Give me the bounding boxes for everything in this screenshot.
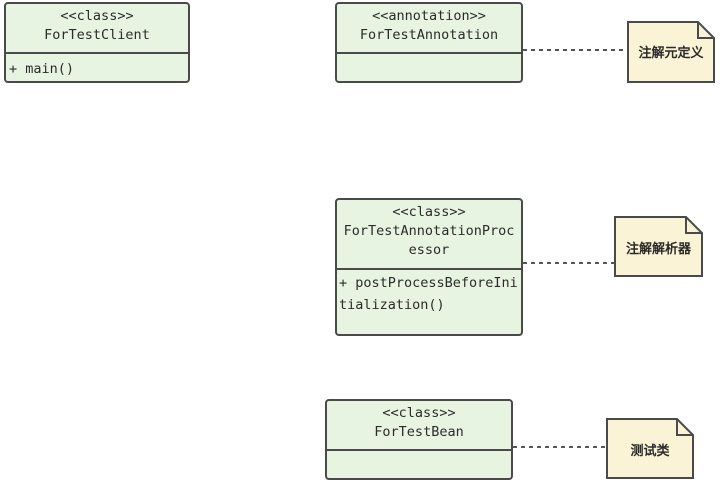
note-annotation-label: 注解元定义 <box>638 46 704 61</box>
class-name: ForTestClient <box>44 27 150 43</box>
note-shape-processor <box>614 216 703 277</box>
class-header: <<class>> ForTestBean <box>327 401 511 451</box>
class-stereotype: <<class>> <box>60 8 134 24</box>
note-bean-label: 测试类 <box>630 444 670 459</box>
note-shape-bean <box>606 418 694 479</box>
class-box-fortestannotationprocessor[interactable]: <<class>> ForTestAnnotationProcessor + p… <box>335 198 523 336</box>
note-processor-label: 注解解析器 <box>625 242 691 257</box>
class-stereotype: <<class>> <box>382 405 456 421</box>
class-members-empty <box>327 451 511 455</box>
class-members-empty <box>337 54 521 58</box>
class-header: <<annotation>> ForTestAnnotation <box>337 4 521 54</box>
class-method: + postProcessBeforeInitialization() <box>339 275 518 313</box>
class-name: ForTestBean <box>374 424 464 440</box>
class-stereotype: <<annotation>> <box>372 8 486 24</box>
class-header: <<class>> ForTestAnnotationProcessor <box>337 200 521 270</box>
class-header: <<class>> ForTestClient <box>6 4 188 54</box>
class-box-fortestannotation[interactable]: <<annotation>> ForTestAnnotation <box>335 2 523 83</box>
class-box-fortestbean[interactable]: <<class>> ForTestBean <box>325 399 513 480</box>
class-members: + postProcessBeforeInitialization() <box>337 270 521 318</box>
class-members: + main() <box>6 54 188 81</box>
class-stereotype: <<class>> <box>392 204 466 220</box>
class-method: + main() <box>9 61 75 77</box>
note-shape-annotation <box>627 21 715 83</box>
class-box-fortestclient[interactable]: <<class>> ForTestClient + main() <box>4 2 190 83</box>
class-name: ForTestAnnotationProcessor <box>343 223 515 258</box>
class-name: ForTestAnnotation <box>359 27 499 43</box>
